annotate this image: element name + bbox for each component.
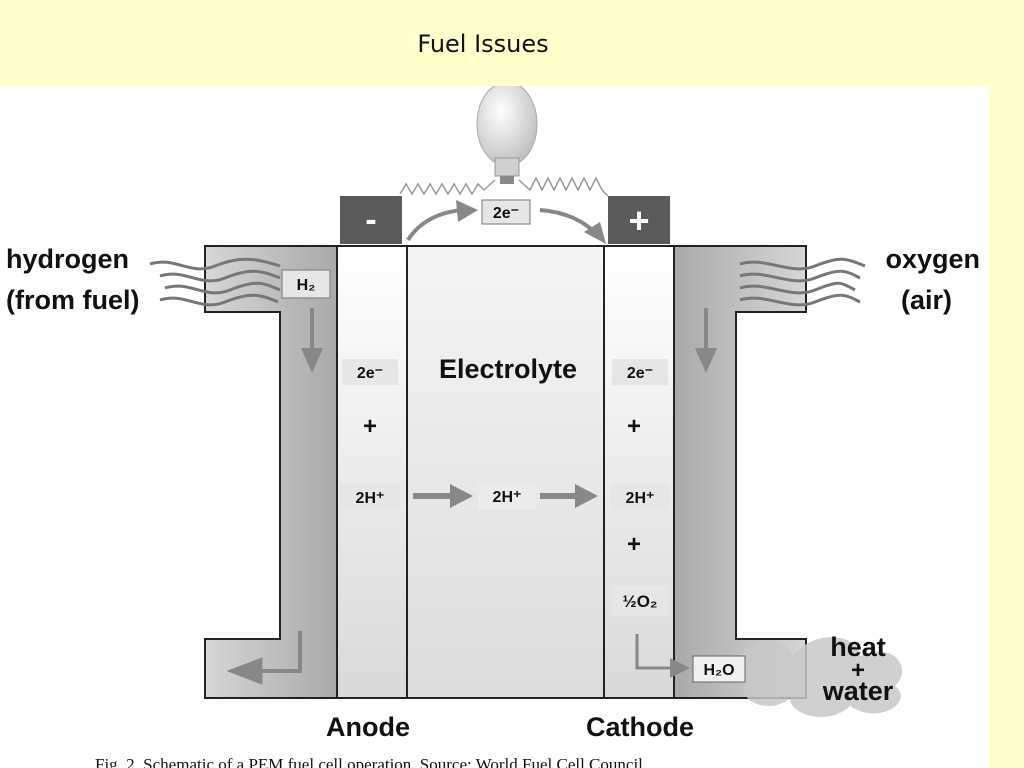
electrolyte-protons-box <box>478 483 536 509</box>
positive-terminal <box>608 196 670 244</box>
oxygen-source-label: (air) <box>901 285 952 315</box>
anode-electrode <box>336 245 408 699</box>
circuit-electrons-box <box>481 199 531 225</box>
oxygen-gas-lines <box>739 257 866 307</box>
heat-plus-label: + <box>851 657 865 684</box>
negative-terminal-label: - <box>365 201 376 239</box>
heat-cloud <box>740 637 903 718</box>
cathode-protons-box <box>610 484 670 510</box>
h2-label: H₂ <box>297 277 316 294</box>
light-bulb-icon <box>476 86 538 184</box>
proton-arrow-2 <box>540 484 598 508</box>
cathode-electrons-box <box>612 359 668 385</box>
electrolyte-protons-label: 2H⁺ <box>493 489 522 506</box>
negative-terminal <box>340 196 402 244</box>
hydrogen-flow-arrow <box>300 308 324 373</box>
anode-plus-label: + <box>363 413 377 440</box>
slide-title: Fuel Issues <box>417 30 549 58</box>
electrolyte-label: Electrolyte <box>439 354 577 384</box>
oxygen-label: oxygen <box>885 244 980 274</box>
fuel-cell-diagram: hydrogen (from fuel) oxygen (air) - + 2e… <box>6 86 980 742</box>
heat-label: heat <box>830 632 886 662</box>
right-wire <box>518 176 609 197</box>
left-wire <box>399 179 496 196</box>
water-box <box>692 655 746 683</box>
water-label: H₂O <box>703 662 734 679</box>
water-output-label: water <box>822 676 894 706</box>
hydrogen-source-label: (from fuel) <box>6 285 139 315</box>
cathode-plus-1-label: + <box>627 413 641 440</box>
anode-electrons-box <box>342 359 398 385</box>
exhaust-arrow <box>226 631 302 685</box>
fuel-cell-figure: hydrogen (from fuel) oxygen (air) - + 2e… <box>0 86 988 768</box>
cathode-electrode <box>603 245 675 699</box>
anode-electrons-label: 2e⁻ <box>357 365 383 382</box>
oxygen-half-box <box>612 586 668 616</box>
anode-protons-box <box>340 484 400 510</box>
anode-label: Anode <box>326 712 410 742</box>
anode-flow-plate <box>204 245 338 699</box>
hydrogen-label: hydrogen <box>6 244 129 274</box>
circuit-electrons-label: 2e⁻ <box>493 205 519 222</box>
figure-caption: Fig. 2. Schematic of a PEM fuel cell ope… <box>95 755 648 768</box>
oxygen-flow-arrow <box>694 308 718 373</box>
proton-arrow-1 <box>413 484 473 508</box>
cathode-plus-2-label: + <box>627 531 641 558</box>
cathode-protons-label: 2H⁺ <box>626 490 655 507</box>
cathode-electrons-label: 2e⁻ <box>627 365 653 382</box>
cathode-flow-plate <box>673 245 807 699</box>
cathode-label: Cathode <box>586 712 694 742</box>
electrolyte-membrane <box>406 245 605 699</box>
h2-box <box>281 269 331 299</box>
hydrogen-gas-lines <box>149 257 281 307</box>
electron-arrow-left <box>406 208 463 242</box>
positive-terminal-label: + <box>628 200 649 241</box>
anode-protons-label: 2H⁺ <box>356 490 385 507</box>
water-path-arrow <box>635 634 672 670</box>
oxygen-half-label: ½O₂ <box>623 592 658 611</box>
